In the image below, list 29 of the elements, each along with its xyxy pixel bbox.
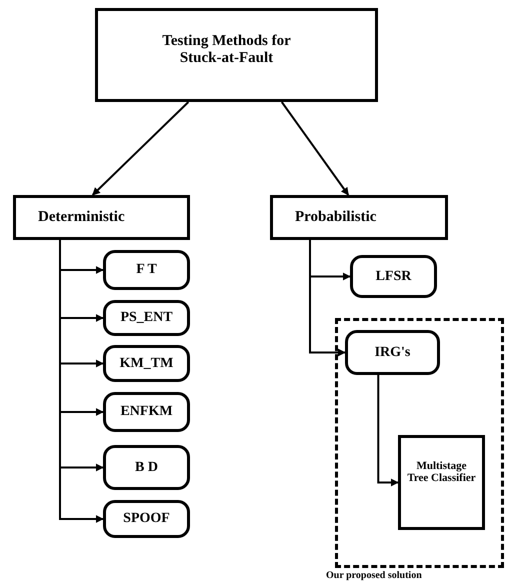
node-label: PS_ENT bbox=[120, 310, 173, 326]
method-box bbox=[103, 300, 190, 336]
arrow bbox=[280, 101, 350, 196]
category-box bbox=[270, 195, 448, 240]
region-caption: Our proposed solution bbox=[326, 570, 422, 581]
node-label: B D bbox=[135, 460, 158, 476]
node-label: KM_TM bbox=[120, 356, 174, 372]
method-box bbox=[345, 330, 440, 375]
arrow bbox=[377, 375, 399, 486]
node-label: Testing Methods for Stuck-at-Fault bbox=[161, 33, 292, 67]
node-label: ENFKM bbox=[120, 404, 173, 420]
node-label: Deterministic bbox=[38, 209, 125, 226]
title-box bbox=[95, 8, 378, 102]
node-label: IRG's bbox=[374, 344, 410, 360]
method-box bbox=[350, 255, 437, 298]
node-label: Probabilistic bbox=[295, 209, 376, 226]
method-box bbox=[103, 445, 190, 490]
method-box bbox=[103, 392, 190, 432]
classifier-box bbox=[398, 435, 485, 530]
category-box bbox=[13, 195, 190, 240]
method-box bbox=[103, 345, 190, 382]
node-label: F T bbox=[136, 262, 157, 278]
node-label: SPOOF bbox=[123, 511, 170, 527]
method-box bbox=[103, 500, 190, 538]
method-box bbox=[103, 250, 190, 290]
node-label: LFSR bbox=[376, 268, 412, 284]
arrow bbox=[59, 240, 104, 523]
node-label: Multistage Tree Classifier bbox=[407, 460, 476, 484]
arrow bbox=[92, 101, 190, 196]
